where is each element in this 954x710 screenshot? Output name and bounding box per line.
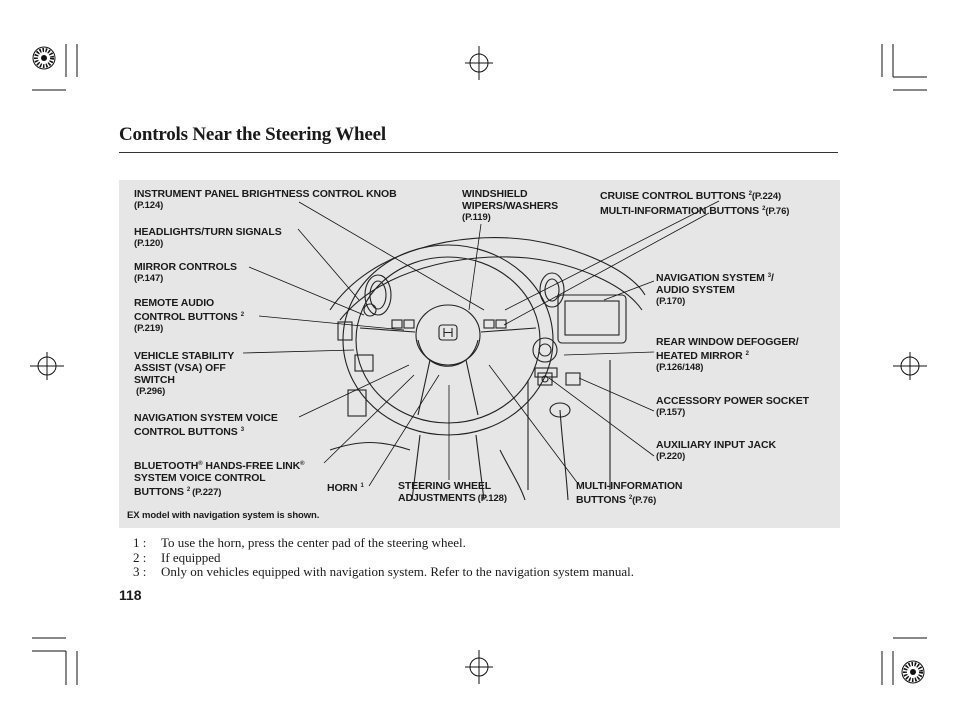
leader-bluetooth	[323, 374, 415, 464]
leader-mid-bottom	[488, 364, 580, 486]
page-title: Controls Near the Steering Wheel	[119, 124, 386, 145]
leader-horn	[368, 374, 440, 487]
title-rule	[119, 152, 838, 153]
dashboard-illustration	[329, 237, 646, 501]
leader-brightness	[298, 201, 485, 311]
leader-cruise	[504, 200, 720, 311]
footnote: 1 :To use the horn, press the center pad…	[133, 535, 466, 550]
leader-headlights	[297, 228, 360, 301]
leader-nav-voice	[298, 364, 410, 418]
label-mirror-controls: MIRROR CONTROLS (P.147)	[134, 261, 237, 284]
illustration-caption: EX model with navigation system is shown…	[127, 510, 320, 521]
leader-mid-top	[503, 212, 710, 326]
leader-wipers	[468, 223, 482, 311]
label-headlights-turn-signals: HEADLIGHTS/TURN SIGNALS (P.120)	[134, 226, 282, 249]
label-bluetooth-hfl: BLUETOOTH® HANDS-FREE LINK® SYSTEM VOICE…	[134, 460, 305, 498]
label-vsa-switch: VEHICLE STABILITY ASSIST (VSA) OFF SWITC…	[134, 350, 235, 397]
leader-power-socket	[578, 377, 655, 412]
footnote: 3 :Only on vehicles equipped with naviga…	[133, 564, 634, 579]
leader-lines	[242, 200, 720, 487]
label-wipers-washers: WINDSHIELD WIPERS/WASHERS (P.119)	[462, 188, 559, 223]
leader-nav-audio	[603, 280, 655, 301]
label-accessory-power-socket: ACCESSORY POWER SOCKET (P.157)	[656, 395, 809, 418]
leader-vsa	[242, 349, 355, 354]
leader-remote-audio	[258, 315, 405, 331]
page-number: 118	[119, 587, 142, 603]
label-auxiliary-input-jack: AUXILIARY INPUT JACK (P.220)	[656, 439, 776, 462]
footnote: 2 :If equipped	[133, 549, 221, 565]
leader-defogger	[563, 351, 655, 356]
leader-aux-jack	[548, 377, 655, 457]
label-steering-adjustments: STEERING WHEEL ADJUSTMENTS(P.128)	[398, 480, 507, 504]
label-brightness-knob: INSTRUMENT PANEL BRIGHTNESS CONTROL KNOB…	[134, 188, 397, 211]
leader-mirror	[248, 266, 365, 316]
footnotes: 1 :To use the horn, press the center pad…	[133, 535, 634, 580]
